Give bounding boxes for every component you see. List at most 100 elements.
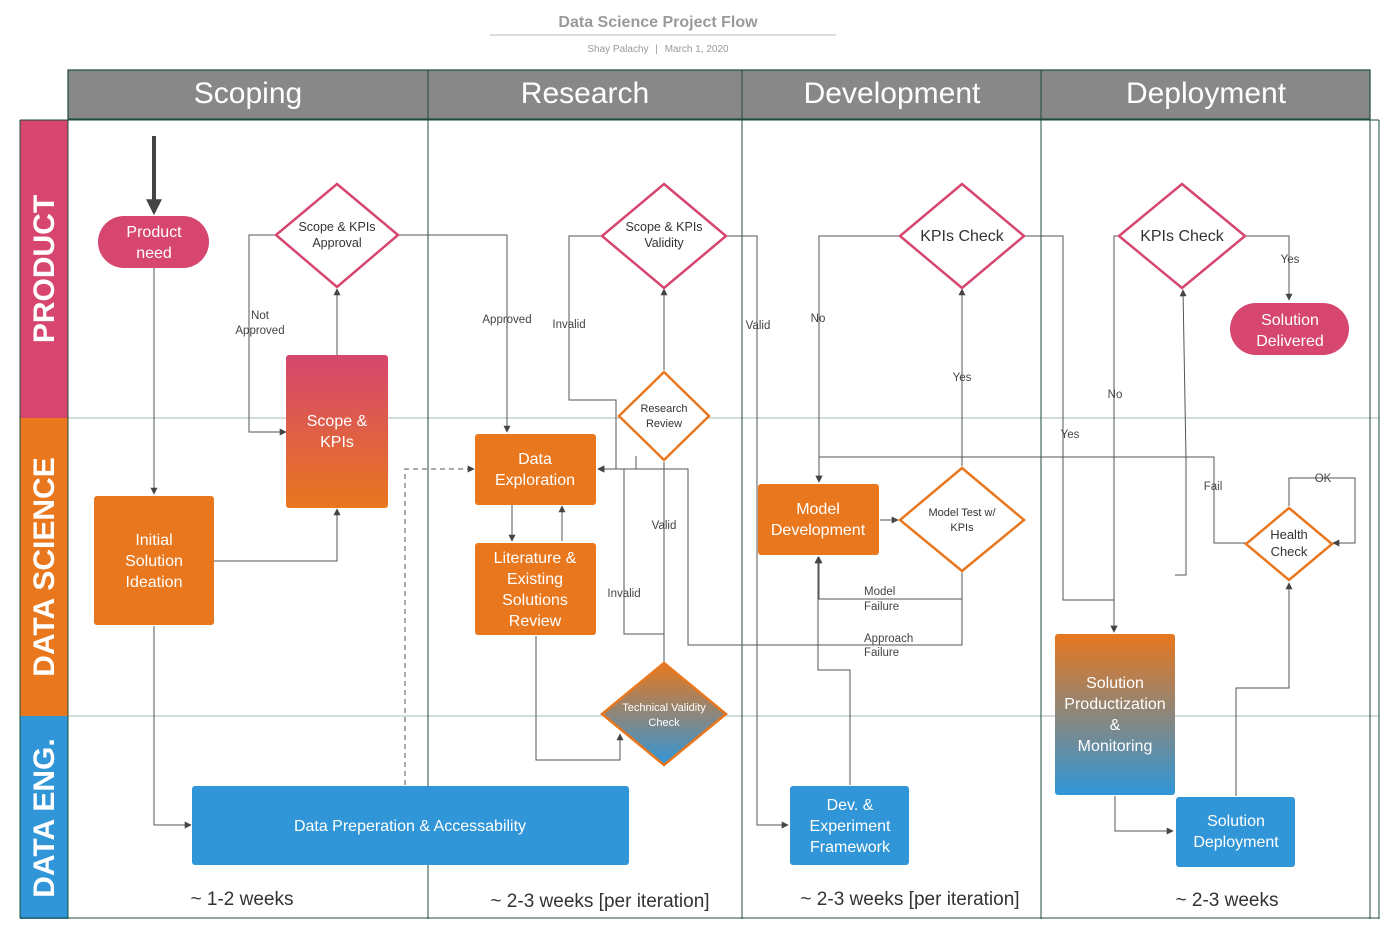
svg-text:Review: Review [646,418,682,430]
label-approved: Approved [482,314,531,326]
node-dev-experiment-framework: Dev. & Experiment Framework [790,786,909,865]
label-not-approved-2: Approved [235,325,284,337]
row-header-data-science: DATA SCIENCE [28,457,61,676]
node-model-development: Model Development [758,484,879,555]
duration-research: ~ 2-3 weeks [per iteration] [490,891,709,912]
svg-text:KPIs Check: KPIs Check [920,228,1005,245]
label-invalid-bottom: Invalid [607,588,640,600]
svg-text:Solution: Solution [1261,312,1319,329]
label-yes-mid: Yes [1061,429,1080,441]
svg-text:Productization: Productization [1064,696,1165,713]
page-title: Data Science Project Flow [558,14,758,31]
label-no-dev: No [811,313,826,325]
svg-text:Delivered: Delivered [1256,333,1324,350]
svg-text:Research: Research [640,403,687,415]
label-invalid-top: Invalid [552,319,585,331]
svg-text:Health: Health [1270,527,1308,542]
label-yes-dev: Yes [953,372,972,384]
svg-text:Model: Model [796,501,840,518]
svg-text:Deployment: Deployment [1193,834,1279,851]
svg-text:Check: Check [1271,544,1308,559]
edge-labels: Not Approved Approved Invalid Valid Vali… [235,254,1331,659]
grid-lines [19,70,1380,919]
node-scope-kpis-approval: Scope & KPIs Approval [274,182,400,289]
svg-text:Development: Development [771,522,866,539]
svg-text:Product: Product [126,224,182,241]
swimlane-dividers [68,417,1379,717]
label-valid-mid: Valid [652,520,677,532]
svg-text:Technical Validity: Technical Validity [622,702,706,714]
node-scope-kpis: Scope & KPIs [286,355,388,508]
svg-text:Framework: Framework [810,839,891,856]
node-data-exploration: Data Exploration [475,434,596,505]
node-scope-kpis-validity: Scope & KPIs Validity [600,182,728,290]
column-header-research: Research [521,77,649,110]
node-data-preparation: Data Preperation & Accessability [192,786,629,865]
connectors [146,136,1356,835]
label-approach-failure: Approach [864,633,913,645]
label-no-deploy: No [1108,389,1123,401]
label-approach-failure-2: Failure [864,647,899,659]
node-research-review: Research Review [617,370,711,462]
label-yes-deploy: Yes [1281,254,1300,266]
svg-text:Existing: Existing [507,571,563,588]
node-literature-review: Literature & Existing Solutions Review [475,543,596,635]
svg-text:KPIs: KPIs [320,434,354,451]
svg-text:Scope & KPIs: Scope & KPIs [625,220,702,234]
node-technical-validity-check: Technical Validity Check [600,661,728,767]
row-header-dataeng-bg [20,716,68,919]
svg-text:Check: Check [648,717,680,729]
node-product-need: Product need [98,216,209,268]
label-model-failure-2: Failure [864,601,899,613]
svg-text:Validity: Validity [644,236,684,250]
column-header-bg [67,69,1371,120]
label-not-approved: Not [251,310,270,322]
svg-text:Solutions: Solutions [502,592,568,609]
row-header-product: PRODUCT [28,195,61,343]
svg-text:Exploration: Exploration [495,472,575,489]
node-model-test: Model Test w/ KPIs [898,466,1026,573]
row-header-datascience-bg [20,418,68,716]
node-kpis-check-development: KPIs Check [898,182,1026,290]
svg-text:KPIs: KPIs [950,522,974,534]
svg-text:Solution: Solution [1086,675,1144,692]
label-model-failure: Model [864,586,895,598]
svg-text:Review: Review [509,613,562,630]
node-health-check: Health Check [1244,506,1334,582]
svg-text:&: & [1110,717,1121,734]
node-solution-delivered: Solution Delivered [1230,303,1349,355]
svg-text:Model Test w/: Model Test w/ [928,507,996,519]
column-header-deployment: Deployment [1126,77,1287,110]
svg-text:Data Preperation & Accessabili: Data Preperation & Accessability [294,818,526,835]
column-header-development: Development [804,77,981,110]
svg-text:Literature &: Literature & [494,550,577,567]
svg-text:Solution: Solution [125,553,183,570]
column-header-scoping: Scoping [194,77,302,110]
node-initial-solution-ideation: Initial Solution Ideation [94,496,214,625]
duration-development: ~ 2-3 weeks [per iteration] [800,889,1019,910]
duration-scoping: ~ 1-2 weeks [191,889,294,910]
subtitle: Shay Palachy | March 1, 2020 [587,44,729,55]
node-kpis-check-deployment: KPIs Check [1117,182,1247,290]
row-header-data-eng: DATA ENG. [28,738,61,897]
svg-text:Scope &: Scope & [307,413,368,430]
svg-text:Monitoring: Monitoring [1078,738,1153,755]
svg-text:Data: Data [518,451,552,468]
label-valid-top: Valid [746,320,771,332]
node-solution-productization: Solution Productization & Monitoring [1055,634,1175,795]
label-ok: OK [1315,473,1332,485]
label-fail: Fail [1204,481,1223,493]
svg-text:Solution: Solution [1207,813,1265,830]
node-solution-deployment: Solution Deployment [1176,797,1295,867]
svg-text:Scope & KPIs: Scope & KPIs [298,220,375,234]
svg-text:KPIs Check: KPIs Check [1140,228,1225,245]
row-header-product-bg [20,120,68,418]
svg-text:Approval: Approval [312,236,361,250]
svg-text:Ideation: Ideation [126,574,183,591]
svg-text:Dev. &: Dev. & [827,797,874,814]
svg-text:Experiment: Experiment [810,818,891,835]
svg-text:Initial: Initial [135,532,172,549]
svg-text:need: need [136,245,172,262]
duration-deployment: ~ 2-3 weeks [1176,890,1279,911]
